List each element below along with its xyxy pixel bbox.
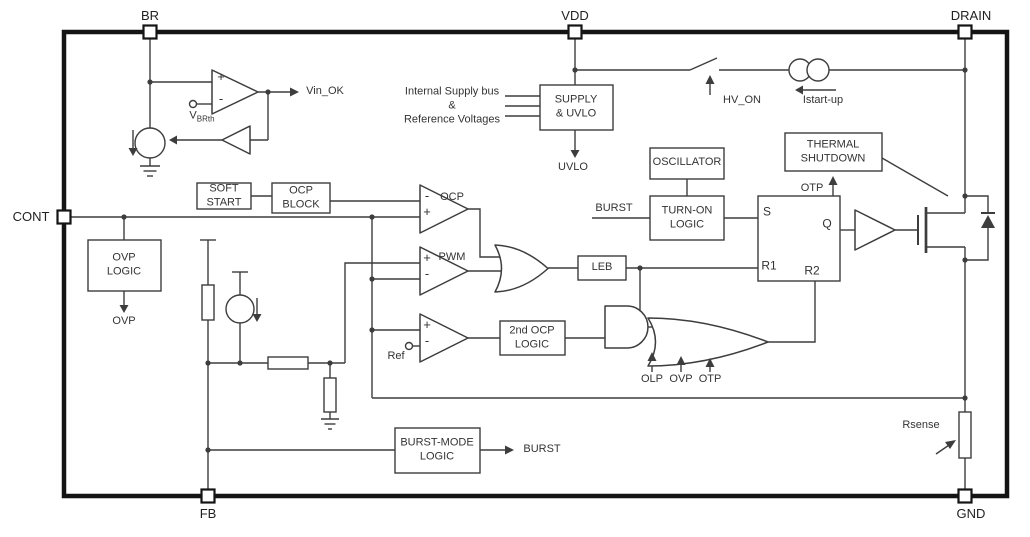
thermal-shutdown-label: THERMAL SHUTDOWN xyxy=(800,138,866,164)
ground-symbol xyxy=(321,418,339,430)
body-diode xyxy=(981,212,995,228)
pin-label-drain: DRAIN xyxy=(950,7,992,23)
vin-ok-label: Vin_OK xyxy=(306,85,344,98)
turn-on-logic-box xyxy=(649,195,725,241)
or-gate-pwm xyxy=(494,244,549,293)
oscillator-label: OSCILLATOR xyxy=(652,156,722,169)
ovp-output-label: OVP xyxy=(112,315,136,328)
current-source-fb xyxy=(225,294,255,324)
inverter xyxy=(221,125,251,155)
uvlo-label: UVLO xyxy=(558,161,588,174)
soft-start-box xyxy=(196,182,252,210)
pin-label-cont: CONT xyxy=(12,208,50,224)
brownout-minus-sign: - xyxy=(218,90,224,106)
ovp-label: OVP xyxy=(669,373,693,386)
divider-resistor-vertical xyxy=(323,377,337,413)
pin-label-vdd: VDD xyxy=(561,7,589,23)
pin-gnd xyxy=(957,488,973,504)
ref-terminal xyxy=(404,341,414,351)
rsense-resistor xyxy=(958,411,972,459)
latch-r1-label: R1 xyxy=(761,258,777,273)
burst-mode-logic-label: BURST-MODE LOGIC xyxy=(400,436,474,462)
current-source-brownout xyxy=(134,127,166,159)
ocp-comparator-label: OCP xyxy=(440,191,464,204)
vbrth-label: VBRth xyxy=(189,109,214,124)
turn-on-logic-label: TURN-ON LOGIC xyxy=(661,204,713,230)
ref-label: Ref xyxy=(387,350,405,363)
soft-start-label: SOFT START xyxy=(206,182,242,208)
gate-driver xyxy=(854,209,896,251)
pin-label-gnd: GND xyxy=(956,505,986,521)
ocp-plus-sign: + xyxy=(423,203,431,219)
oscillator-box xyxy=(649,147,725,180)
second-ocp-minus-sign: - xyxy=(424,332,430,348)
ocp-block-box xyxy=(271,182,331,214)
leb-box xyxy=(577,255,627,281)
brownout-plus-sign: + xyxy=(217,68,225,84)
supply-bus-label: Internal Supply bus & Reference Voltages xyxy=(403,85,501,125)
ocp-minus-sign: - xyxy=(424,187,430,203)
otp-thermal-label: OTP xyxy=(800,182,824,195)
ovp-logic-box xyxy=(87,239,162,292)
ocp-block-label: OCP BLOCK xyxy=(282,184,320,210)
pwm-minus-sign: - xyxy=(424,265,430,281)
pin-drain xyxy=(957,24,973,40)
pwm-comparator xyxy=(419,246,469,296)
second-ocp-logic-label: 2nd OCP LOGIC xyxy=(509,324,555,350)
fb-resistor xyxy=(201,284,215,321)
leb-label: LEB xyxy=(591,261,613,274)
second-ocp-comparator xyxy=(419,313,469,363)
latch-q-label: Q xyxy=(822,216,832,231)
rsense-label: Rsense xyxy=(902,419,940,432)
wires xyxy=(70,38,989,490)
pin-fb xyxy=(200,488,216,504)
second-ocp-logic-box xyxy=(499,320,566,356)
junction-dots xyxy=(121,67,968,453)
vbrth-terminal xyxy=(188,99,198,109)
istartup-label: Istart-up xyxy=(802,94,844,107)
and-gate xyxy=(604,305,649,349)
latch-s-label: S xyxy=(762,204,772,219)
ocp-comparator xyxy=(419,184,469,234)
burst-output-label: BURST xyxy=(523,443,561,456)
or-gate-protection xyxy=(647,317,769,367)
vbrth-base: V xyxy=(189,109,197,122)
ground-symbol xyxy=(140,165,160,177)
second-ocp-plus-sign: + xyxy=(423,316,431,332)
pin-br xyxy=(142,24,158,40)
pin-label-fb: FB xyxy=(199,505,217,521)
startup-current-source xyxy=(806,58,830,82)
hv-on-label: HV_ON xyxy=(723,94,761,107)
pwm-plus-sign: + xyxy=(423,249,431,265)
otp-label: OTP xyxy=(698,373,722,386)
divider-resistor-horizontal xyxy=(267,356,309,370)
pin-label-br: BR xyxy=(140,7,160,23)
thermal-shutdown-box xyxy=(784,132,883,172)
supply-uvlo-label: SUPPLY & UVLO xyxy=(554,93,598,119)
ovp-logic-label: OVP LOGIC xyxy=(106,251,142,277)
supply-uvlo-box xyxy=(539,84,614,131)
latch-r2-label: R2 xyxy=(804,263,820,278)
pwm-comparator-label: PWM xyxy=(438,251,466,264)
vbrth-sub: BRth xyxy=(196,114,215,124)
pin-vdd xyxy=(567,24,583,40)
burst-mode-logic-box xyxy=(394,427,481,474)
burst-input-label: BURST xyxy=(595,202,633,215)
pin-cont xyxy=(56,209,72,225)
olp-label: OLP xyxy=(640,373,664,386)
arrowheads xyxy=(119,75,956,455)
sr-latch-box xyxy=(757,195,841,282)
brownout-comparator xyxy=(211,69,259,115)
power-mosfet xyxy=(917,207,928,253)
ic-boundary xyxy=(61,29,1010,499)
